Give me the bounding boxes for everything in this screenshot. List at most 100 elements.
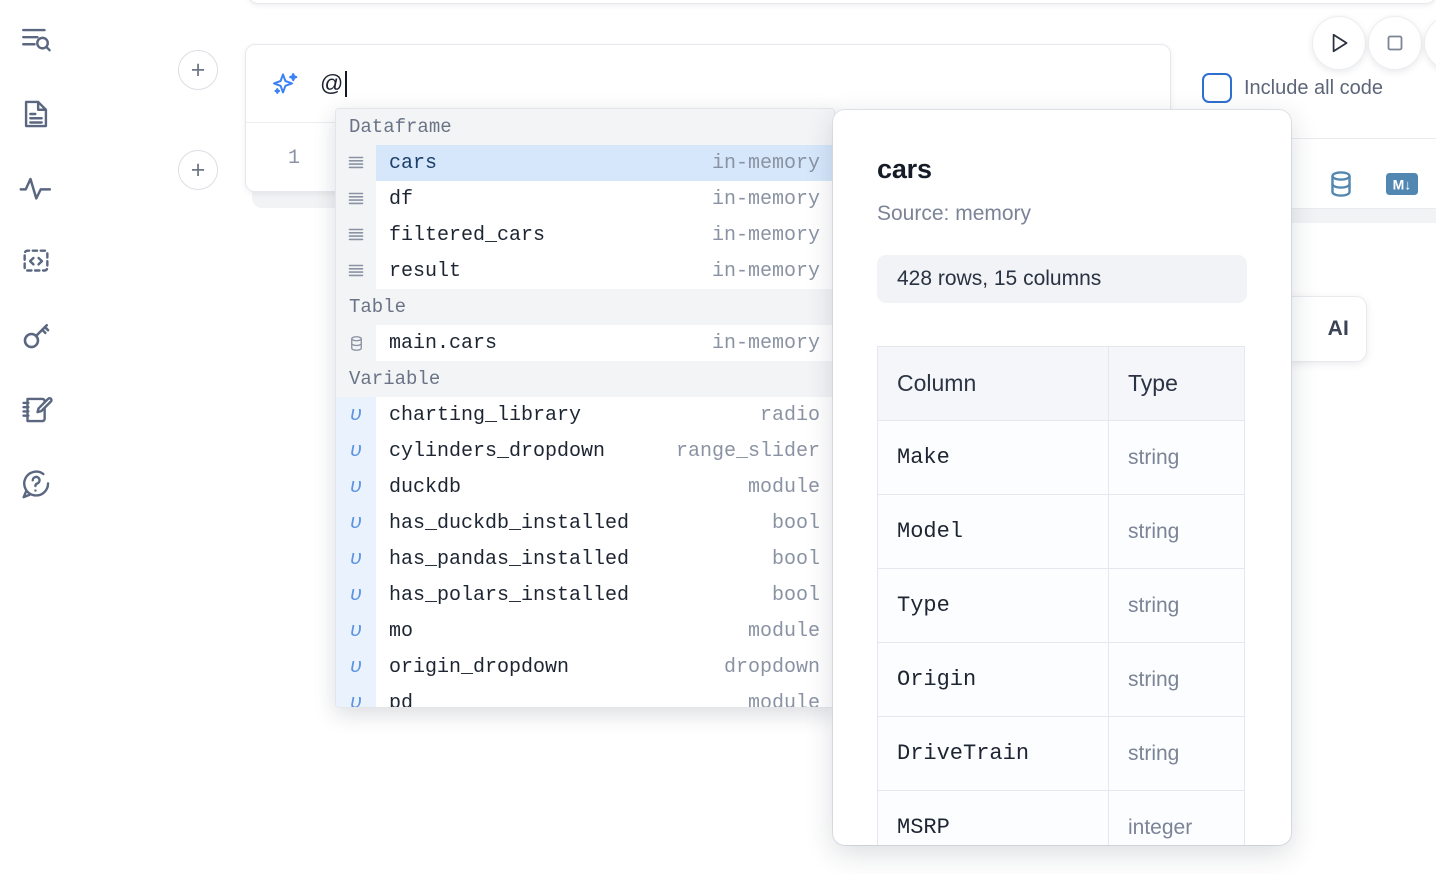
autocomplete-item-label: main.cars <box>389 331 498 355</box>
previous-cell-edge <box>248 0 1436 4</box>
autocomplete-group-header: Dataframe <box>336 109 834 145</box>
add-cell-above-button[interactable]: + <box>178 50 218 90</box>
add-cell-below-button[interactable]: + <box>178 150 218 190</box>
ai-prompt-value: @ <box>320 69 344 96</box>
explore-search-icon[interactable] <box>14 18 58 62</box>
plus-icon: + <box>190 55 206 84</box>
variable-icon: υ <box>336 433 376 469</box>
toolbar-divider-bottom <box>1180 208 1436 209</box>
ai-chip-label: AI <box>1327 317 1349 340</box>
autocomplete-item-label: cylinders_dropdown <box>389 439 606 463</box>
run-button[interactable] <box>1312 16 1366 70</box>
autocomplete-item-type: bool <box>771 511 820 535</box>
markdown-icon[interactable]: M↓ <box>1385 171 1419 202</box>
variable-icon: υ <box>336 541 376 577</box>
code-editor-row[interactable]: 1 <box>246 124 1172 192</box>
toolbar-divider-top <box>1180 138 1436 139</box>
schema-column-type: integer <box>1108 790 1245 845</box>
autocomplete-item-label: duckdb <box>389 475 462 499</box>
variable-icon: υ <box>336 649 376 685</box>
autocomplete-item[interactable]: υ has_pandas_installed bool <box>336 541 834 577</box>
activity-pulse-icon[interactable] <box>14 166 58 210</box>
markdown-glyph-box: M↓ <box>1386 173 1418 195</box>
stop-square-icon <box>1387 35 1403 51</box>
autocomplete-item-label: origin_dropdown <box>389 655 570 679</box>
autocomplete-item[interactable]: υ origin_dropdown dropdown <box>336 649 834 685</box>
variable-icon: υ <box>336 505 376 541</box>
autocomplete-item-label: charting_library <box>389 403 582 427</box>
include-all-code-label: Include all code <box>1244 76 1383 99</box>
database-icon <box>336 325 376 361</box>
include-all-code-checkbox[interactable] <box>1202 73 1232 103</box>
schema-column-type: string <box>1108 642 1245 717</box>
schema-column-name: MSRP <box>877 790 1109 845</box>
dataframe-icon <box>336 145 376 181</box>
autocomplete-item-type: range_slider <box>675 439 820 463</box>
autocomplete-item-type: module <box>747 691 820 708</box>
autocomplete-item-type: bool <box>771 547 820 571</box>
autocomplete-item-type: in-memory <box>711 259 820 283</box>
stop-button[interactable] <box>1368 16 1422 70</box>
plus-icon: + <box>190 155 206 184</box>
autocomplete-group-header: Variable <box>336 361 834 397</box>
autocomplete-item[interactable]: result in-memory <box>336 253 834 289</box>
variable-icon: υ <box>336 469 376 505</box>
column-header-type: Type <box>1108 346 1245 421</box>
autocomplete-item-type: dropdown <box>723 655 820 679</box>
dataframe-icon <box>336 181 376 217</box>
schema-column-name: Type <box>877 568 1109 643</box>
autocomplete-item-label: has_polars_installed <box>389 583 630 607</box>
autocomplete-item-label: has_pandas_installed <box>389 547 630 571</box>
ai-prompt-input[interactable]: @ <box>320 69 347 97</box>
autocomplete-group-header: Table <box>336 289 834 325</box>
more-options-button[interactable] <box>1424 16 1436 70</box>
document-icon[interactable] <box>14 92 58 136</box>
autocomplete-item-label: cars <box>389 151 438 175</box>
autocomplete-item-label: mo <box>389 619 414 643</box>
autocomplete-item[interactable]: υ cylinders_dropdown range_slider <box>336 433 834 469</box>
include-all-code-toggle[interactable]: Include all code <box>1202 73 1383 103</box>
database-icon[interactable] <box>1325 168 1357 205</box>
key-icon[interactable] <box>14 314 58 358</box>
variable-icon: υ <box>336 397 376 433</box>
column-header-column: Column <box>877 346 1109 421</box>
svg-text:M↓: M↓ <box>1393 177 1412 193</box>
variable-icon: υ <box>336 577 376 613</box>
preview-source: Source: memory <box>877 202 1032 225</box>
autocomplete-item-label: pd <box>389 691 414 708</box>
schema-column-type: string <box>1108 716 1245 791</box>
schema-column-name: Model <box>877 494 1109 569</box>
variable-icon: υ <box>336 613 376 649</box>
scratchpad-edit-icon[interactable] <box>14 388 58 432</box>
left-rail <box>0 0 72 874</box>
help-question-icon[interactable] <box>14 462 58 506</box>
code-snippet-icon[interactable] <box>14 240 58 284</box>
schema-column-name: DriveTrain <box>877 716 1109 791</box>
preview-title: cars <box>877 154 932 184</box>
line-number: 1 <box>287 146 300 170</box>
sparkle-ai-icon <box>268 67 302 101</box>
schema-column-name: Origin <box>877 642 1109 717</box>
schema-column-type: string <box>1108 568 1245 643</box>
dataframe-preview-panel: cars Source: memory 428 rows, 15 columns… <box>833 110 1291 845</box>
cell-footer-band <box>1290 209 1436 223</box>
autocomplete-item-label: result <box>389 259 462 283</box>
